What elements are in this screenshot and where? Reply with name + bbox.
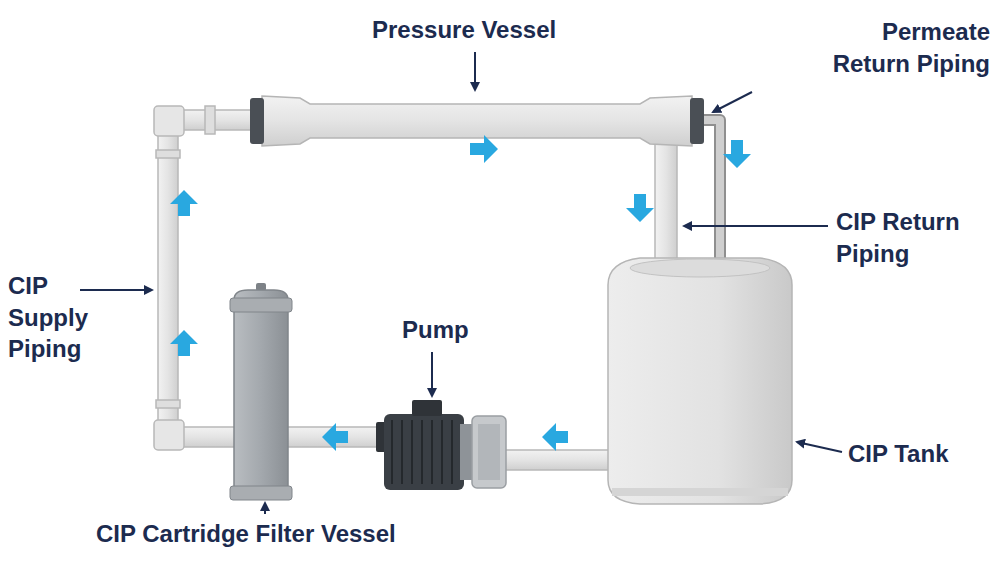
cartridge-filter-vessel <box>230 283 292 500</box>
pressure-vessel <box>250 96 704 146</box>
leader-lines <box>80 52 842 514</box>
flow-arrows <box>170 135 751 451</box>
cip-tank <box>608 258 792 504</box>
pressure-vessel-label: Pressure Vessel <box>372 14 556 46</box>
permeate-return-piping-label: Permeate Return Piping <box>800 16 990 79</box>
cip-tank-label: CIP Tank <box>848 438 948 470</box>
cip-return-piping-label: CIP Return Piping <box>836 206 991 269</box>
pump-label: Pump <box>402 314 469 346</box>
cartridge-filter-label: CIP Cartridge Filter Vessel <box>96 518 396 550</box>
pump <box>376 400 506 490</box>
cip-supply-piping-label: CIP Supply Piping <box>8 270 108 365</box>
